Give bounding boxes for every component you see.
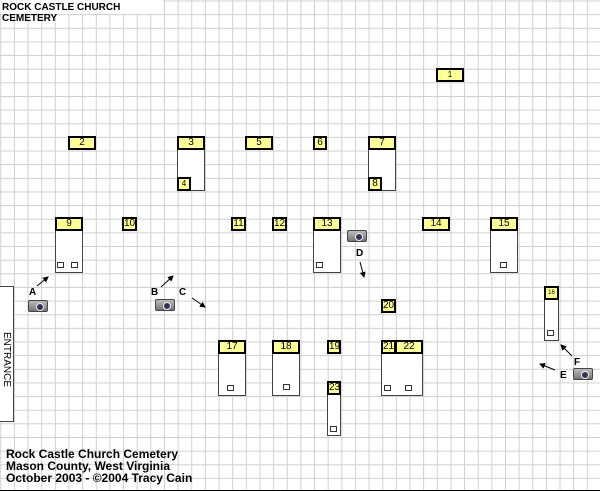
arrow-b [160, 275, 174, 288]
grave-17[interactable]: 17 [218, 340, 246, 354]
grave-19[interactable]: 19 [327, 340, 341, 354]
arrow-d [359, 261, 366, 278]
grave-7[interactable]: 7 [368, 136, 396, 150]
camera-label-e: E [560, 370, 567, 381]
map-caption: Rock Castle Church Cemetery Mason County… [6, 448, 192, 484]
headstone [330, 426, 337, 432]
grave-12[interactable]: 12 [272, 217, 287, 231]
grave-13[interactable]: 13 [313, 217, 341, 231]
grave-21[interactable]: 21 [381, 340, 396, 354]
grave-2[interactable]: 2 [68, 136, 96, 150]
grave-4[interactable]: 4 [177, 177, 191, 191]
headstone [283, 384, 290, 390]
caption-line: Rock Castle Church Cemetery [6, 447, 179, 461]
grave-5[interactable]: 5 [245, 136, 273, 150]
camera-label-b: B [151, 287, 159, 298]
grave-14[interactable]: 14 [422, 217, 450, 231]
grave-15[interactable]: 15 [490, 217, 518, 231]
grave-18[interactable]: 18 [272, 340, 300, 354]
caption-line: Mason County, West Virginia [6, 459, 171, 473]
entrance-label: ENTRANCE [1, 332, 12, 388]
camera-label-d: D [356, 248, 364, 259]
grave-23[interactable]: 23 [327, 381, 341, 395]
grave-1[interactable]: 1 [436, 68, 464, 82]
grave-9[interactable]: 9 [55, 217, 83, 231]
headstone [316, 262, 323, 268]
headstone [405, 385, 412, 391]
camera-label-a: A [29, 287, 37, 298]
camera-icon [155, 299, 175, 311]
caption-line: October 2003 - ©2004 Tracy Cain [6, 471, 193, 485]
grave-10[interactable]: 10 [122, 217, 137, 231]
grave-16[interactable]: 16 [544, 286, 559, 300]
headstone [57, 262, 64, 268]
camera-label-f: F [574, 357, 581, 368]
camera-icon [28, 300, 48, 312]
entrance: ENTRANCE [0, 286, 14, 422]
camera-icon [573, 368, 593, 380]
headstone [547, 330, 554, 336]
headstone [384, 385, 391, 391]
camera-label-c: C [179, 287, 187, 298]
map-title: ROCK CASTLE CHURCH CEMETERY [0, 0, 163, 24]
camera-icon [347, 230, 367, 242]
grave-6[interactable]: 6 [313, 136, 327, 150]
arrow-a [36, 276, 49, 287]
grave-11[interactable]: 11 [231, 217, 246, 231]
arrow-f [560, 344, 573, 357]
headstone [227, 385, 234, 391]
grave-8[interactable]: 8 [368, 177, 382, 191]
arrow-c [191, 297, 206, 308]
grave-22[interactable]: 22 [395, 340, 423, 354]
headstone [500, 262, 507, 268]
headstone [71, 262, 78, 268]
grave-20[interactable]: 20 [381, 299, 396, 313]
arrow-e [539, 363, 556, 371]
grave-3[interactable]: 3 [177, 136, 205, 150]
